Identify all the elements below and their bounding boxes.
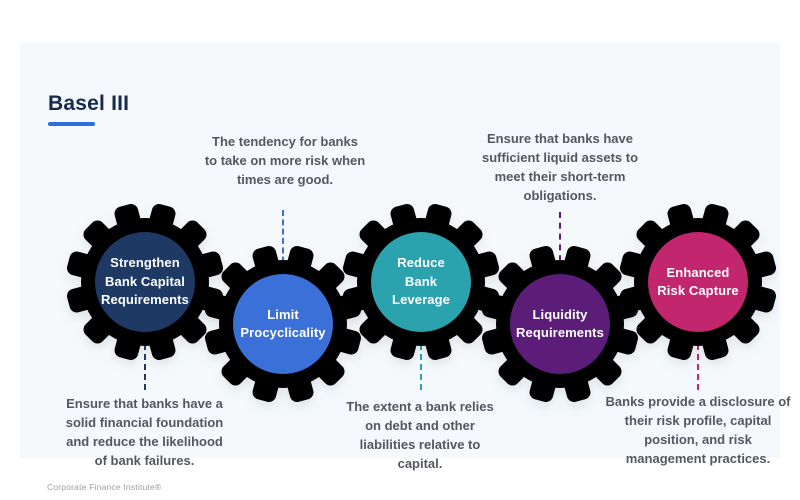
connector-line-procyclicality (282, 210, 284, 272)
connector-line-leverage (420, 334, 422, 390)
gear-description-capital: Ensure that banks have a solid financial… (65, 396, 224, 468)
connector-line-liquidity (559, 212, 561, 272)
gear-label-liquidity: Liquidity Requirements (510, 274, 610, 374)
gear-reduce-bank-leverage: Reduce Bank Leverage (341, 202, 501, 362)
title-underline (48, 122, 95, 126)
infographic-card: Basel III Ensure that banks have a solid… (20, 42, 790, 492)
gear-label-procyclicality: Limit Procyclicality (233, 274, 333, 374)
page-title: Basel III (48, 92, 130, 115)
gear-liquidity-requirements: Liquidity Requirements (480, 244, 640, 404)
gear-description-leverage: The extent a bank relies on debt and oth… (346, 399, 494, 471)
connector-line-capital (144, 334, 146, 390)
gear-label-capital: Strengthen Bank Capital Requirements (95, 232, 195, 332)
gear-limit-procyclicality: Limit Procyclicality (203, 244, 363, 404)
brand-attribution: Corporate Finance Institute® (47, 482, 162, 492)
gear-strengthen-bank-capital: Strengthen Bank Capital Requirements (65, 202, 225, 362)
gear-label-risk-capture: Enhanced Risk Capture (648, 232, 748, 332)
gear-enhanced-risk-capture: Enhanced Risk Capture (618, 202, 778, 362)
connector-line-risk-capture (697, 334, 699, 390)
gear-label-leverage: Reduce Bank Leverage (371, 232, 471, 332)
gear-description-procyclicality: The tendency for banks to take on more r… (204, 134, 366, 187)
gear-description-risk-capture: Banks provide a disclosure of their risk… (605, 394, 791, 466)
gear-description-liquidity: Ensure that banks have sufficient liquid… (481, 131, 639, 203)
